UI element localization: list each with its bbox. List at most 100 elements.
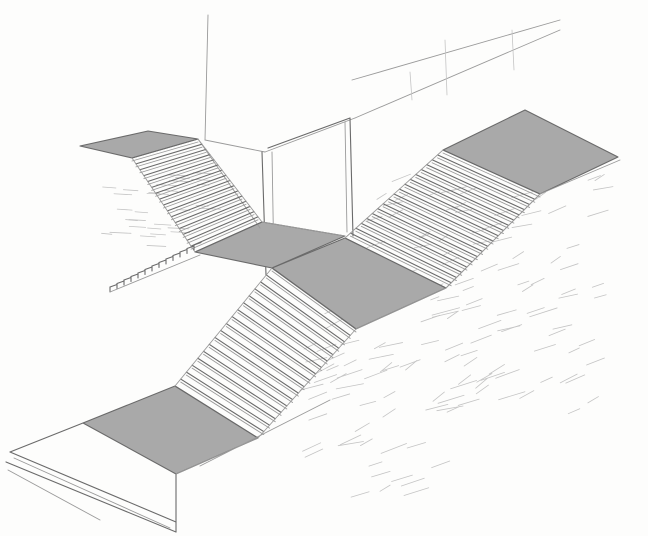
hatch-stroke <box>494 208 515 216</box>
landing-bottom <box>83 386 258 474</box>
hatch-stroke <box>366 240 386 249</box>
stair-tread-edge <box>398 188 499 237</box>
hatch-stroke <box>558 293 578 299</box>
stair-tread-edge <box>166 185 235 212</box>
stair-tread-edge <box>371 213 473 263</box>
stair-stringer <box>197 138 263 223</box>
hatch-stroke <box>592 186 614 191</box>
stair-riser-edge <box>248 298 334 359</box>
hatch-stroke <box>586 357 605 366</box>
stair-profile-tread <box>137 269 146 274</box>
hatch-stroke <box>511 223 533 228</box>
hatch-stroke <box>146 192 169 195</box>
stair-riser-edge <box>377 211 478 261</box>
hatch-stroke <box>437 295 460 302</box>
hatch-stroke <box>560 263 579 271</box>
stair-profile-tread <box>151 262 160 267</box>
stair-tread-edge <box>182 205 251 235</box>
stair-riser-edge <box>260 284 345 346</box>
hatch-stroke <box>380 443 407 454</box>
hatch-stroke <box>326 365 339 371</box>
hatch-stroke <box>488 364 505 375</box>
hatch-stroke <box>378 342 403 348</box>
hatch-stroke <box>561 288 576 295</box>
hatch-stroke <box>517 280 530 286</box>
stair-tread-edge <box>242 302 328 362</box>
hatch-stroke <box>458 374 472 385</box>
stair-profile-tread <box>158 259 167 264</box>
stair-riser-edge <box>426 167 525 214</box>
hatch-stroke <box>454 277 474 286</box>
stair-tread-edge <box>155 169 223 194</box>
stair-riser-edge <box>420 172 520 219</box>
hatch-stroke <box>331 393 351 400</box>
hatch-stroke <box>430 296 440 301</box>
stair-tread-edge <box>162 179 231 206</box>
stair-tread-edge <box>170 190 239 218</box>
stair-riser-edge <box>265 277 351 339</box>
stair-riser-edge <box>393 196 494 245</box>
hatch-stroke <box>330 373 347 383</box>
hatch-stroke <box>421 340 439 346</box>
hatch-stroke <box>568 347 580 354</box>
hatch-stroke <box>526 307 545 314</box>
bottom-platform <box>5 399 331 533</box>
stair-riser-edge <box>231 319 317 378</box>
hatch-stroke <box>460 350 478 357</box>
stair-tread-edge <box>360 222 463 273</box>
stair-tread-edge <box>147 159 215 183</box>
stair-riser-edge <box>388 201 489 250</box>
stair-riser-edge <box>151 167 219 191</box>
stair-tread-edge <box>355 227 457 279</box>
hatch-stroke <box>498 391 526 401</box>
hatch-stroke <box>109 231 132 234</box>
hatch-stroke <box>326 352 345 362</box>
hatch-stroke <box>391 474 413 482</box>
hatch-stroke <box>335 383 364 390</box>
stair-stringer <box>257 328 357 439</box>
stair-riser-edge <box>415 176 515 224</box>
hatch-stroke <box>147 227 162 230</box>
stair-tread-edge <box>437 154 536 200</box>
hatch-stroke <box>463 357 478 367</box>
hatch-stroke <box>379 362 393 373</box>
stair-tread-edge <box>174 385 259 439</box>
stair-profile-tread <box>165 255 174 260</box>
hatch-stroke <box>462 286 474 291</box>
hatch-stroke <box>497 325 521 332</box>
hatch-stroke <box>376 193 387 200</box>
hatch-stroke <box>382 365 400 371</box>
hatch-stroke <box>470 334 492 344</box>
hatch-stroke <box>446 406 460 413</box>
wall-opening <box>261 117 354 276</box>
stair-profile-tread <box>123 276 132 281</box>
stair-tread-edge <box>202 350 288 407</box>
stair-tread-edge <box>197 357 282 413</box>
stair-profile-tread <box>186 245 195 250</box>
stair-riser-edge <box>190 219 259 250</box>
hatch-stroke <box>587 396 599 404</box>
hatch-stroke <box>475 377 488 389</box>
hatch-stroke <box>379 484 391 492</box>
landing-top-left <box>80 131 198 158</box>
stair-riser-edge <box>182 208 251 238</box>
stair-tread-edge <box>186 211 255 241</box>
stair-riser-edge <box>409 181 510 229</box>
hatch-stroke <box>134 211 149 214</box>
stair-riser-edge <box>186 214 255 244</box>
stair-riser-edge <box>382 206 484 255</box>
hatch-stroke <box>446 205 459 211</box>
hatch-stroke <box>432 391 445 402</box>
stair-tread-edge <box>344 237 447 289</box>
hatch-stroke <box>529 307 558 318</box>
hatch-stroke <box>316 343 337 352</box>
stair-tread-edge <box>143 154 211 177</box>
stair-riser-edge <box>371 216 473 266</box>
stair-profile-tread <box>109 283 118 288</box>
hatch-stroke <box>478 320 502 330</box>
hatch-stroke <box>354 422 370 432</box>
hatch-stroke <box>403 487 430 496</box>
hatch-stroke <box>437 394 465 404</box>
hatch-stroke <box>519 390 535 399</box>
